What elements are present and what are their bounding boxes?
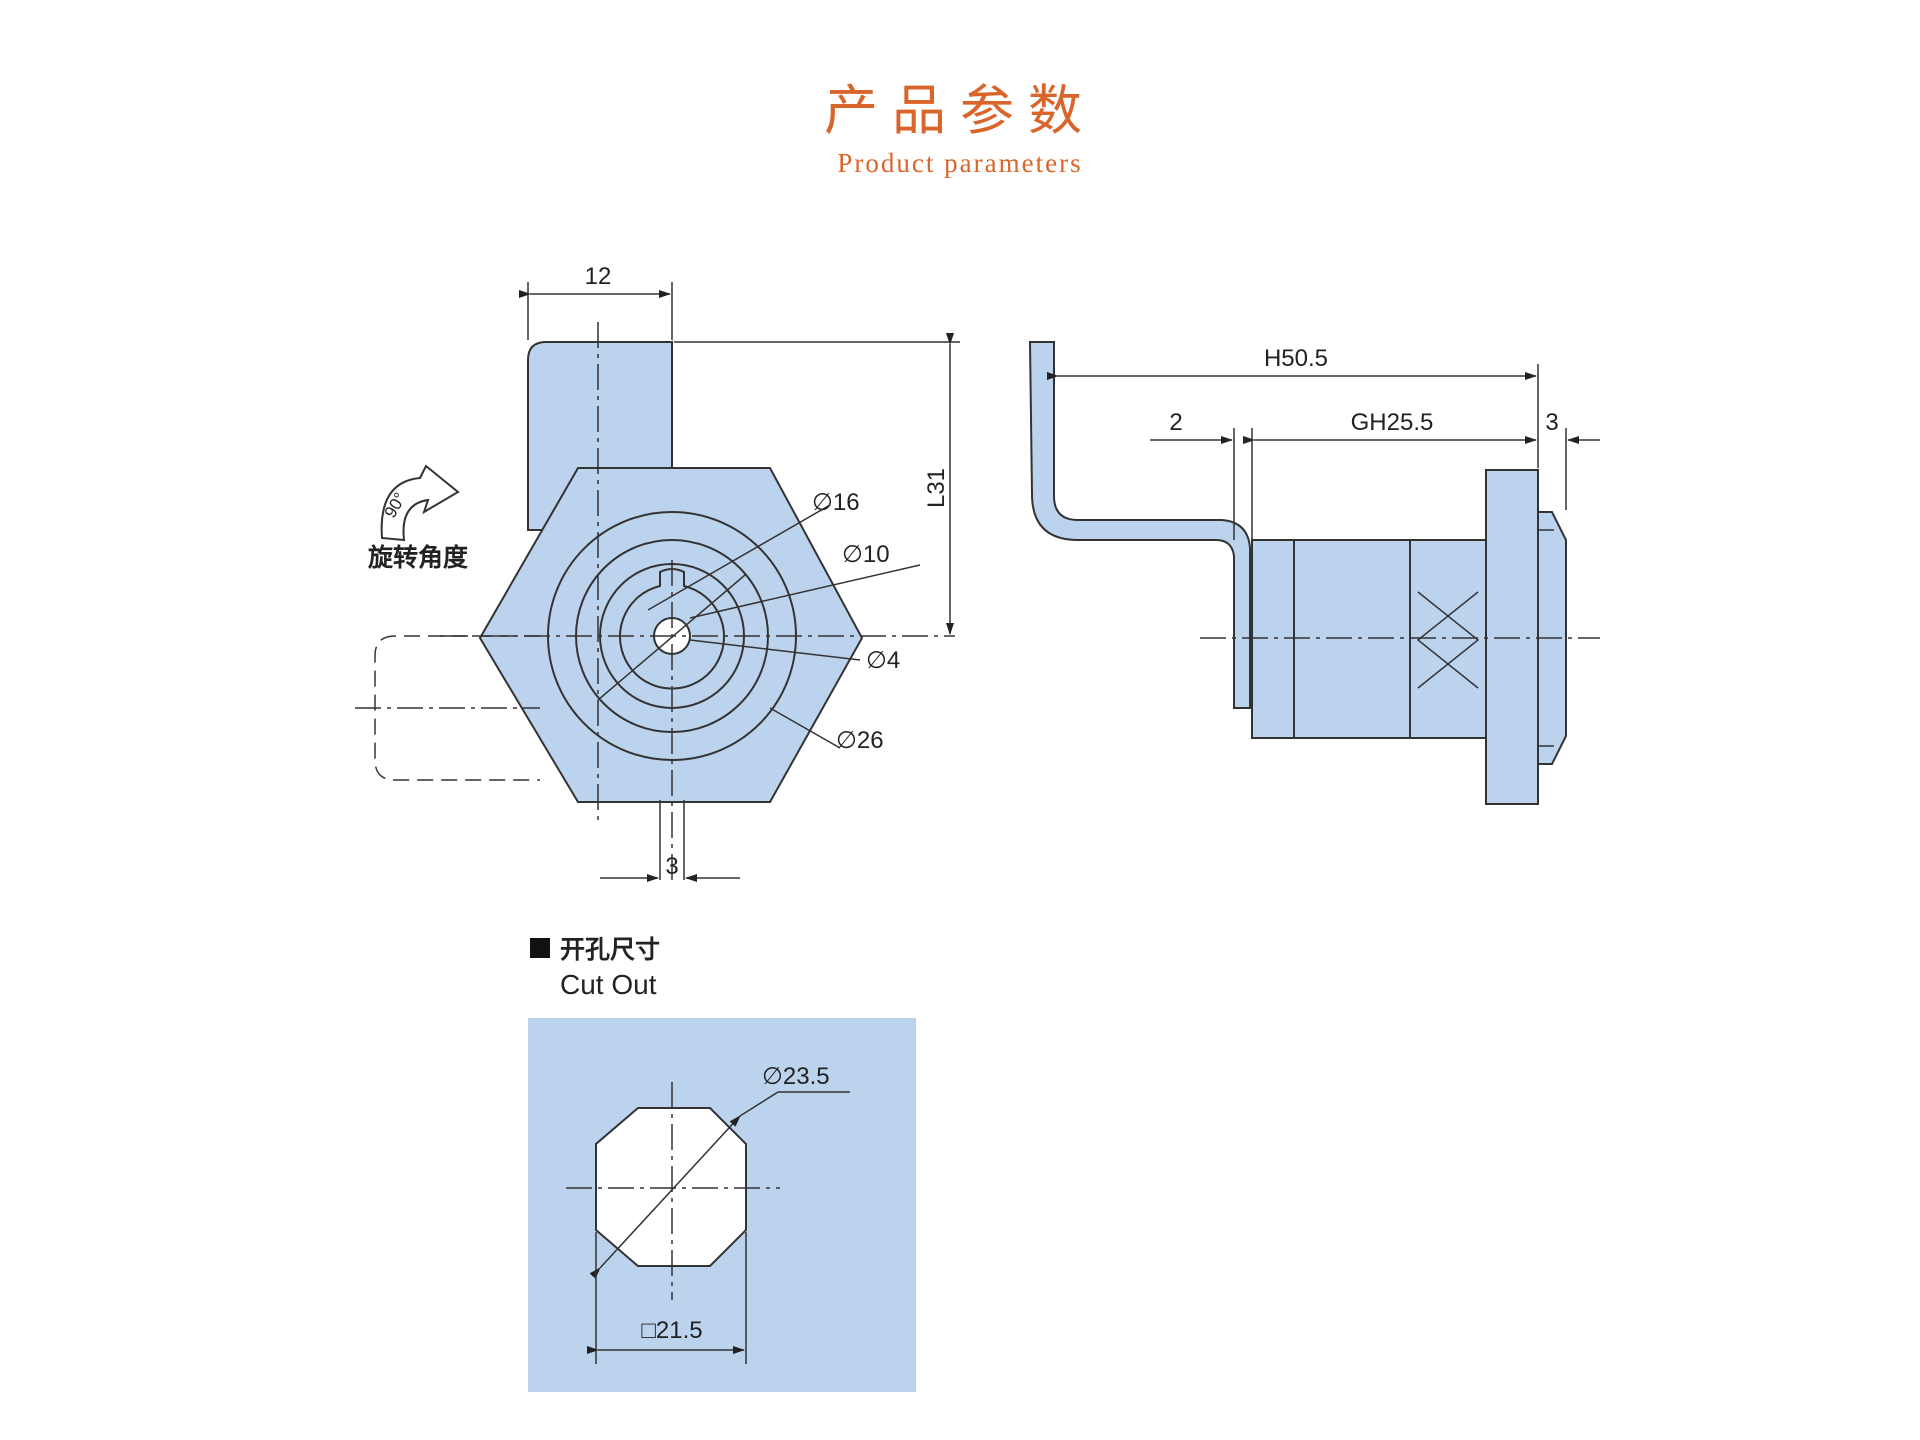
dim-d4: ∅4 — [866, 647, 900, 674]
cutout-label-en: Cut Out — [560, 969, 657, 1000]
cutout-hole — [595, 1107, 747, 1267]
square-shank-cross — [1416, 591, 1480, 689]
bent-cam-strip — [1028, 341, 1251, 709]
rotation-arrow-icon — [380, 464, 460, 542]
lock-body-square — [1409, 539, 1487, 739]
cutout-view — [528, 1018, 916, 1392]
dim-d26: ∅26 — [836, 727, 884, 754]
dim-cutout-square: □21.5 — [641, 1317, 702, 1344]
lock-body-rear — [1251, 539, 1295, 739]
page-title: 产品参数 — [824, 79, 1096, 142]
lock-body-main — [1293, 539, 1411, 739]
cutout-label-cn: 开孔尺寸 — [560, 935, 660, 964]
dim-width-12: 12 — [585, 263, 612, 290]
dim-d10: ∅10 — [842, 541, 890, 568]
dim-height-l31: L31 — [923, 468, 950, 508]
dim-slot-3: 3 — [665, 853, 678, 880]
dim-d16: ∅16 — [812, 489, 860, 516]
rotation-label: 旋转角度 — [368, 543, 468, 572]
dim-total-h50-5: H50.5 — [1264, 345, 1328, 372]
page-subtitle: Product parameters — [837, 148, 1083, 178]
dim-flange-3: 3 — [1545, 409, 1558, 436]
cutout-legend-square — [530, 938, 550, 958]
side-view — [1028, 341, 1600, 805]
dim-offset-2: 2 — [1169, 409, 1182, 436]
dim-cutout-diameter: ∅23.5 — [762, 1063, 830, 1090]
flange — [1485, 469, 1539, 805]
rotated-cam-outline — [374, 635, 540, 781]
front-view — [355, 282, 960, 882]
dim-grip-gh25-5: GH25.5 — [1351, 409, 1434, 436]
